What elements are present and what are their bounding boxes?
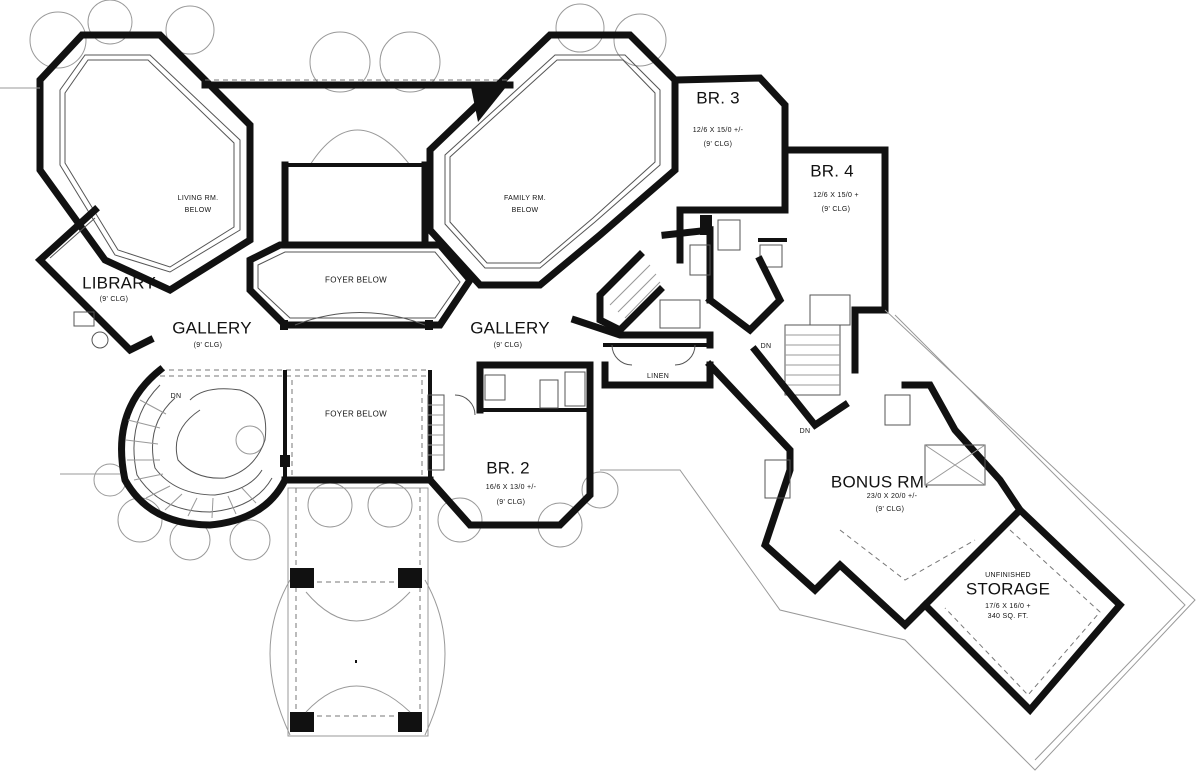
storage-tag: UNFINISHED — [985, 572, 1031, 580]
foyer-lower-label: FOYER BELOW — [325, 409, 387, 419]
library-ceiling: (9' CLG) — [99, 296, 129, 304]
br3-dims: 12/6 X 15/0 +/- — [692, 127, 744, 135]
roof-outline — [0, 87, 1196, 771]
bonus-name: BONUS RM. — [830, 472, 930, 492]
gallery-right-name: GALLERY — [470, 318, 550, 338]
gallery-left-name: GALLERY — [172, 318, 252, 338]
library — [34, 205, 155, 355]
porch-outline — [269, 487, 446, 737]
balcony-top — [201, 79, 514, 166]
living-label-1: LIVING RM. — [177, 195, 219, 203]
foyer-upper-label: FOYER BELOW — [325, 275, 387, 285]
storage-dims: 17/6 X 16/0 + — [985, 603, 1031, 611]
br4-ceiling: (9' CLG) — [821, 206, 851, 214]
br3-ceiling: (9' CLG) — [703, 141, 733, 149]
living-room-below — [36, 31, 254, 294]
br4-name: BR. 4 — [810, 161, 854, 181]
bonus-ceiling: (9' CLG) — [875, 506, 905, 514]
foyer-lower — [280, 370, 445, 484]
family-label-2: BELOW — [511, 207, 539, 215]
foyer-upper — [246, 161, 475, 329]
br2-name: BR. 2 — [486, 458, 530, 478]
bonus-stair-dn-label: DN — [799, 428, 811, 436]
center-baths — [570, 215, 785, 349]
storage-area: 340 SQ. FT. — [987, 613, 1029, 621]
br2-dims: 16/6 X 13/0 +/- — [485, 484, 537, 492]
family-room-below — [426, 31, 679, 289]
straight-stair — [750, 294, 851, 430]
bonus-dims: 23/0 X 20/0 +/- — [866, 493, 918, 501]
bedroom-4 — [758, 146, 889, 374]
linen-closet — [601, 343, 714, 389]
bonus-room — [705, 360, 1025, 630]
storage-name: STORAGE — [965, 579, 1051, 599]
storage-room — [920, 505, 1125, 716]
linen-label: LINEN — [646, 373, 670, 381]
living-label-2: BELOW — [184, 207, 212, 215]
spiral-stair-dn-label: DN — [170, 393, 182, 401]
br4-dims: 12/6 X 15/0 + — [813, 192, 859, 200]
stair-dn-label: DN — [760, 343, 772, 351]
family-label-1: FAMILY RM. — [503, 195, 547, 203]
bedroom-2 — [425, 361, 594, 529]
gallery-right-ceiling: (9' CLG) — [493, 342, 523, 350]
gallery-left-ceiling: (9' CLG) — [193, 342, 223, 350]
library-name: LIBRARY — [82, 273, 156, 293]
gallery-left-walls — [160, 320, 433, 377]
br3-name: BR. 3 — [696, 88, 740, 108]
br2-ceiling: (9' CLG) — [496, 499, 526, 507]
spiral-staircase — [118, 365, 290, 529]
